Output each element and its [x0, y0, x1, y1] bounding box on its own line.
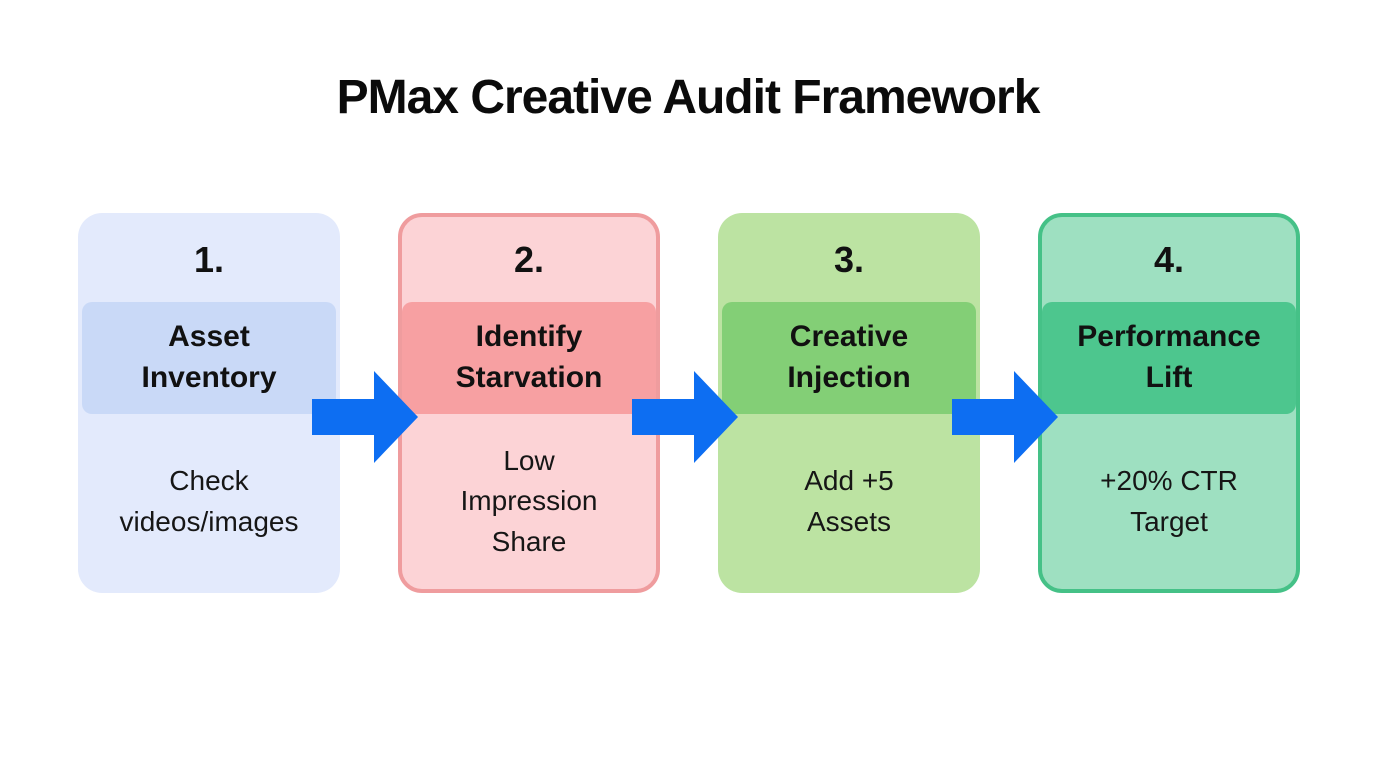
step-title-band: Performance Lift	[1042, 302, 1296, 414]
step-card-asset-inventory: 1. Asset Inventory Check videos/images	[78, 213, 340, 593]
step-description: Low Impression Share	[460, 444, 598, 557]
step-description: +20% CTR Target	[1100, 464, 1238, 537]
step-number: 4.	[1153, 238, 1185, 280]
step-card-performance-lift: 4. Performance Lift +20% CTR Target	[1038, 213, 1300, 593]
step-title-band: Identify Starvation	[402, 302, 656, 414]
arrow-right-icon	[312, 371, 418, 463]
step-title-band: Asset Inventory	[82, 302, 336, 414]
step-number: 3.	[833, 238, 865, 280]
step-description: Add +5 Assets	[804, 464, 894, 537]
arrow-right-icon	[952, 371, 1058, 463]
arrow-right-icon	[632, 371, 738, 463]
step-card-creative-injection: 3. Creative Injection Add +5 Assets	[718, 213, 980, 593]
step-number: 1.	[193, 238, 225, 280]
step-description: Check videos/images	[119, 464, 299, 537]
step-number: 2.	[513, 238, 545, 280]
step-title-band: Creative Injection	[722, 302, 976, 414]
diagram-title: PMax Creative Audit Framework	[336, 71, 1041, 124]
step-card-identify-starvation: 2. Identify Starvation Low Impression Sh…	[398, 213, 660, 593]
